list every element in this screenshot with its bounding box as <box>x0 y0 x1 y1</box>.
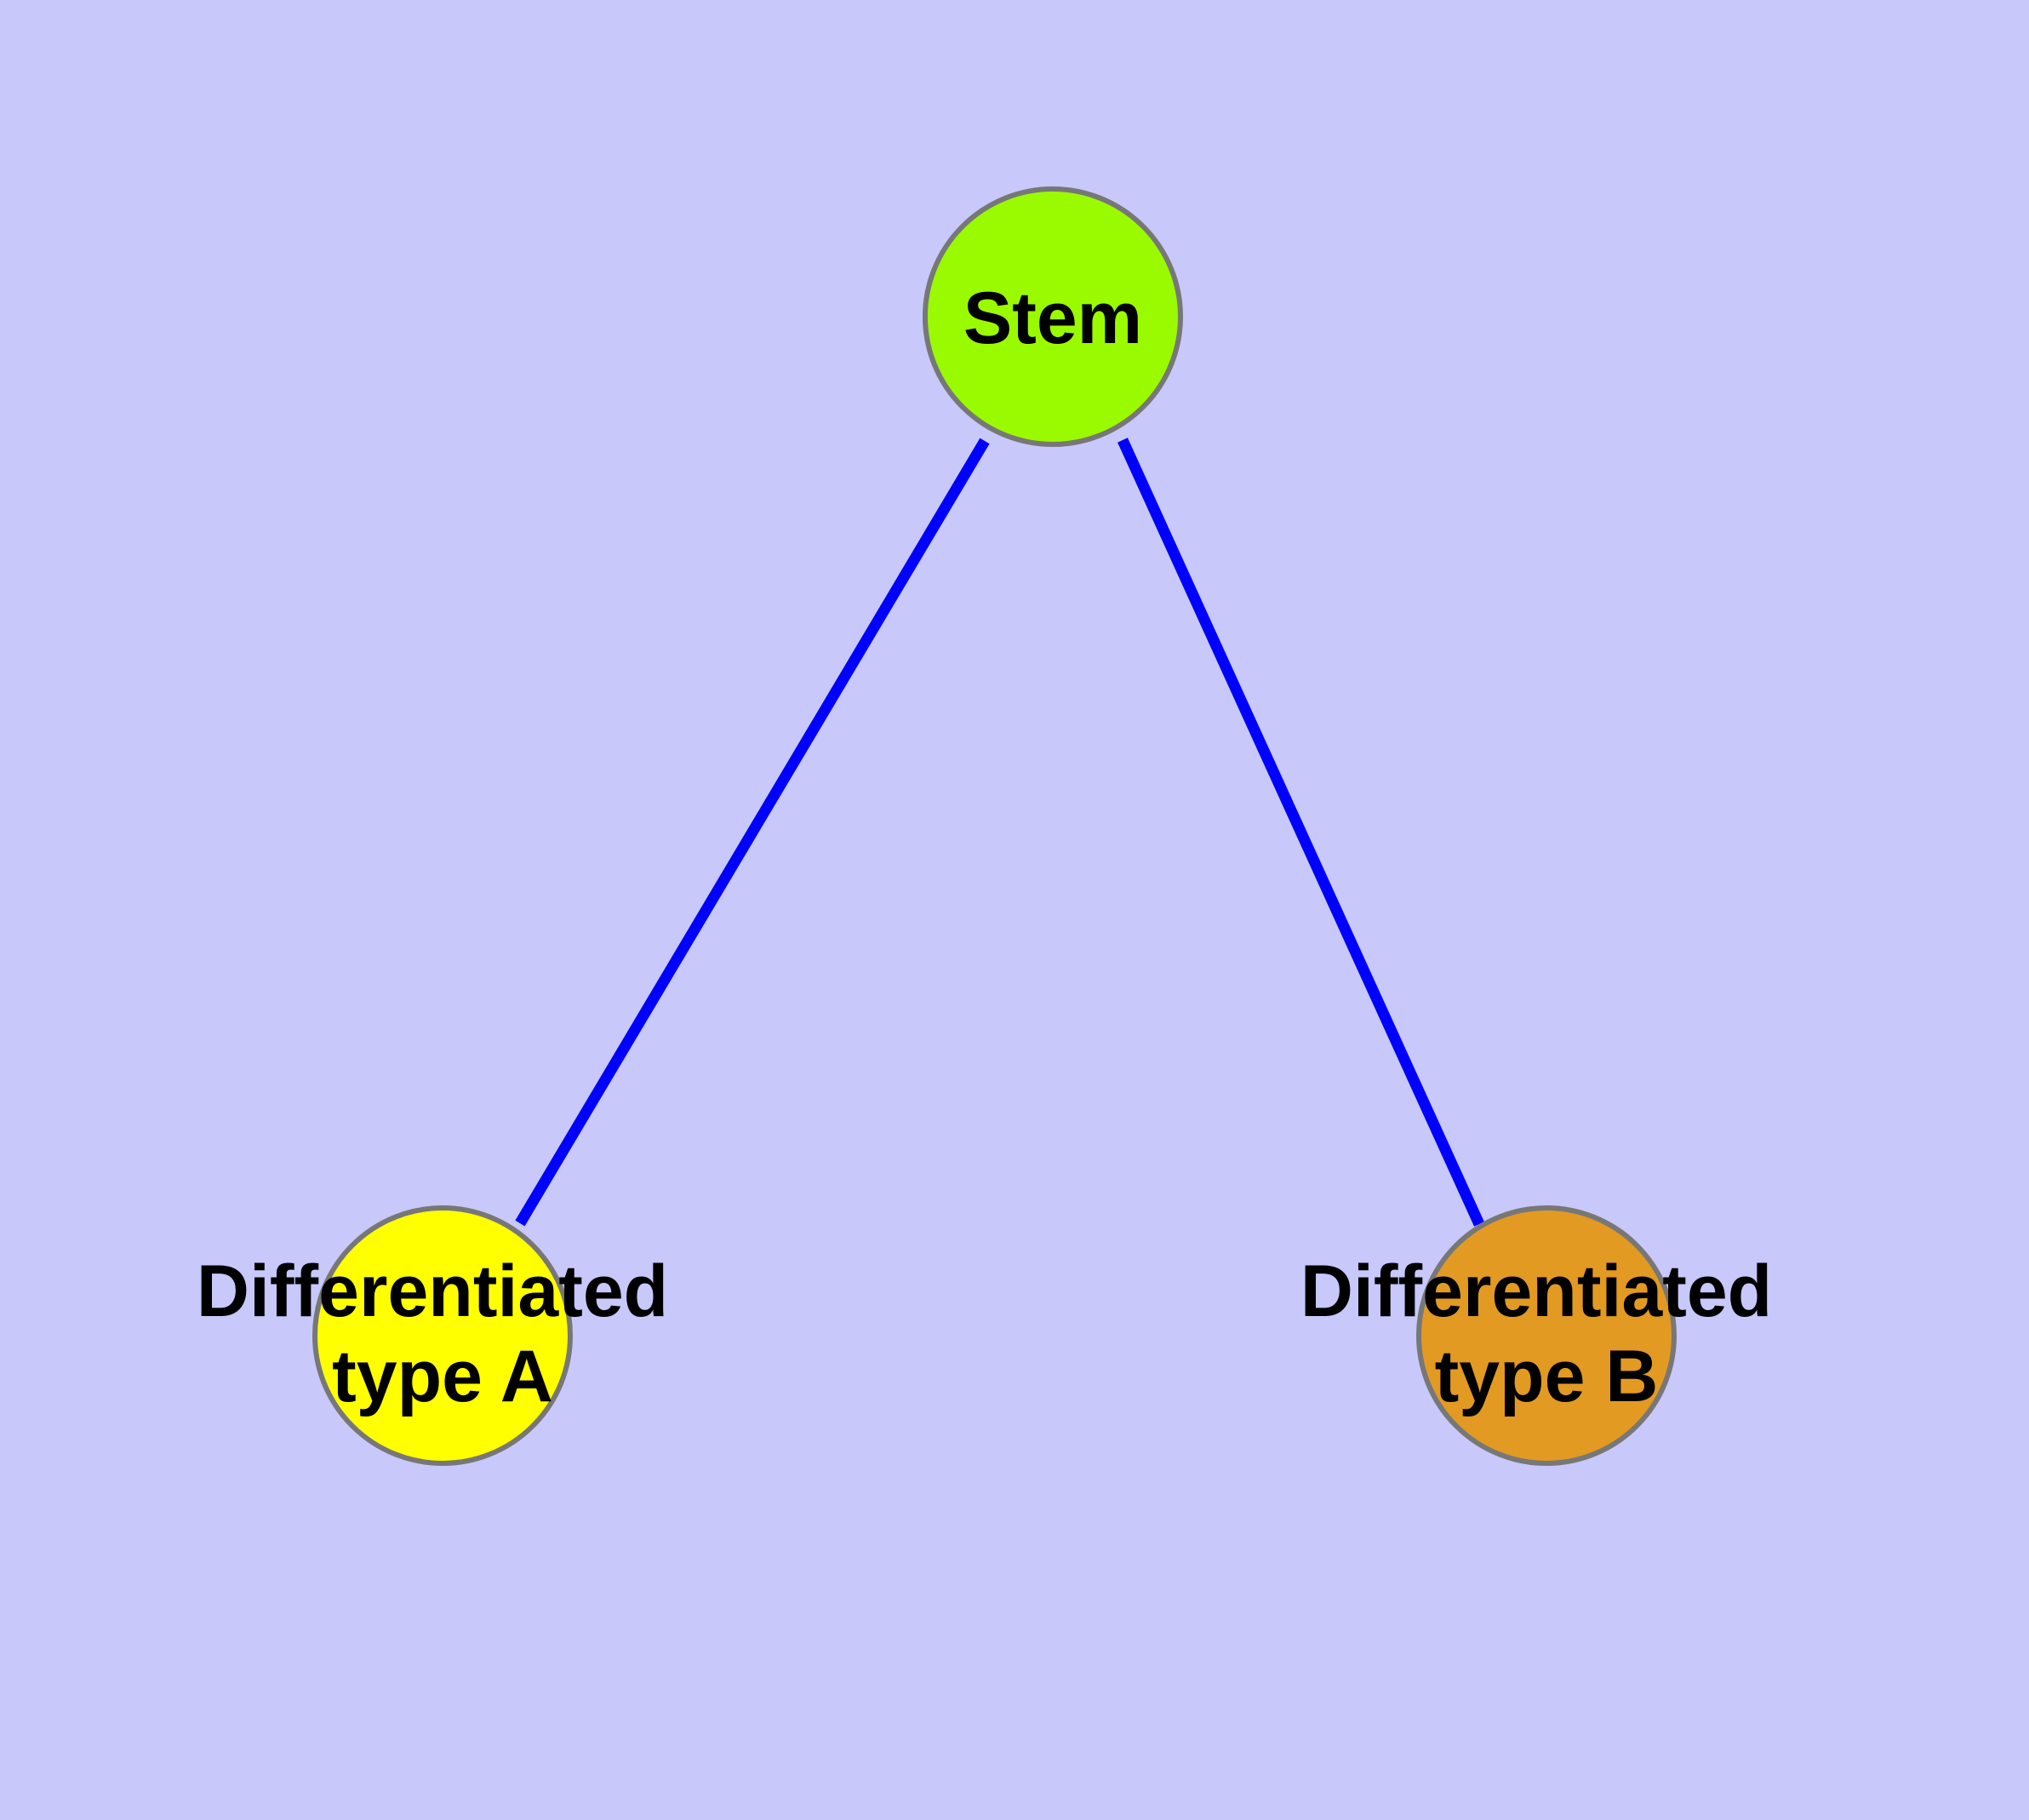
node-differentiated-type-a-label-line-2: type A <box>332 1336 553 1417</box>
node-stem-label-line-1: Stem <box>963 278 1142 359</box>
node-differentiated-type-a-label: Differentiated type A <box>197 1251 689 1417</box>
node-differentiated-type-b[interactable]: Differentiated type B <box>1300 1205 1792 1466</box>
node-differentiated-type-b-label-line-2: type B <box>1435 1336 1659 1417</box>
node-differentiated-type-a-circle[interactable] <box>312 1205 573 1466</box>
edge-stem-to-differentiated-type-b[interactable] <box>1117 438 1484 1227</box>
node-differentiated-type-a-label-line-1: Differentiated <box>197 1251 668 1332</box>
node-differentiated-type-b-label-line-1: Differentiated <box>1300 1251 1772 1332</box>
node-stem-label: Stem <box>963 278 1142 359</box>
node-differentiated-type-b-label: Differentiated type B <box>1300 1251 1792 1417</box>
node-stem[interactable]: Stem <box>923 186 1183 447</box>
edge-stem-to-differentiated-type-a[interactable] <box>515 438 990 1227</box>
node-layer: Stem Differentiated type A Differentiate… <box>197 186 1792 1466</box>
node-differentiated-type-a[interactable]: Differentiated type A <box>197 1205 689 1466</box>
node-stem-circle[interactable] <box>923 186 1183 447</box>
edge-layer <box>515 438 1484 1227</box>
node-differentiated-type-b-circle[interactable] <box>1416 1205 1677 1466</box>
